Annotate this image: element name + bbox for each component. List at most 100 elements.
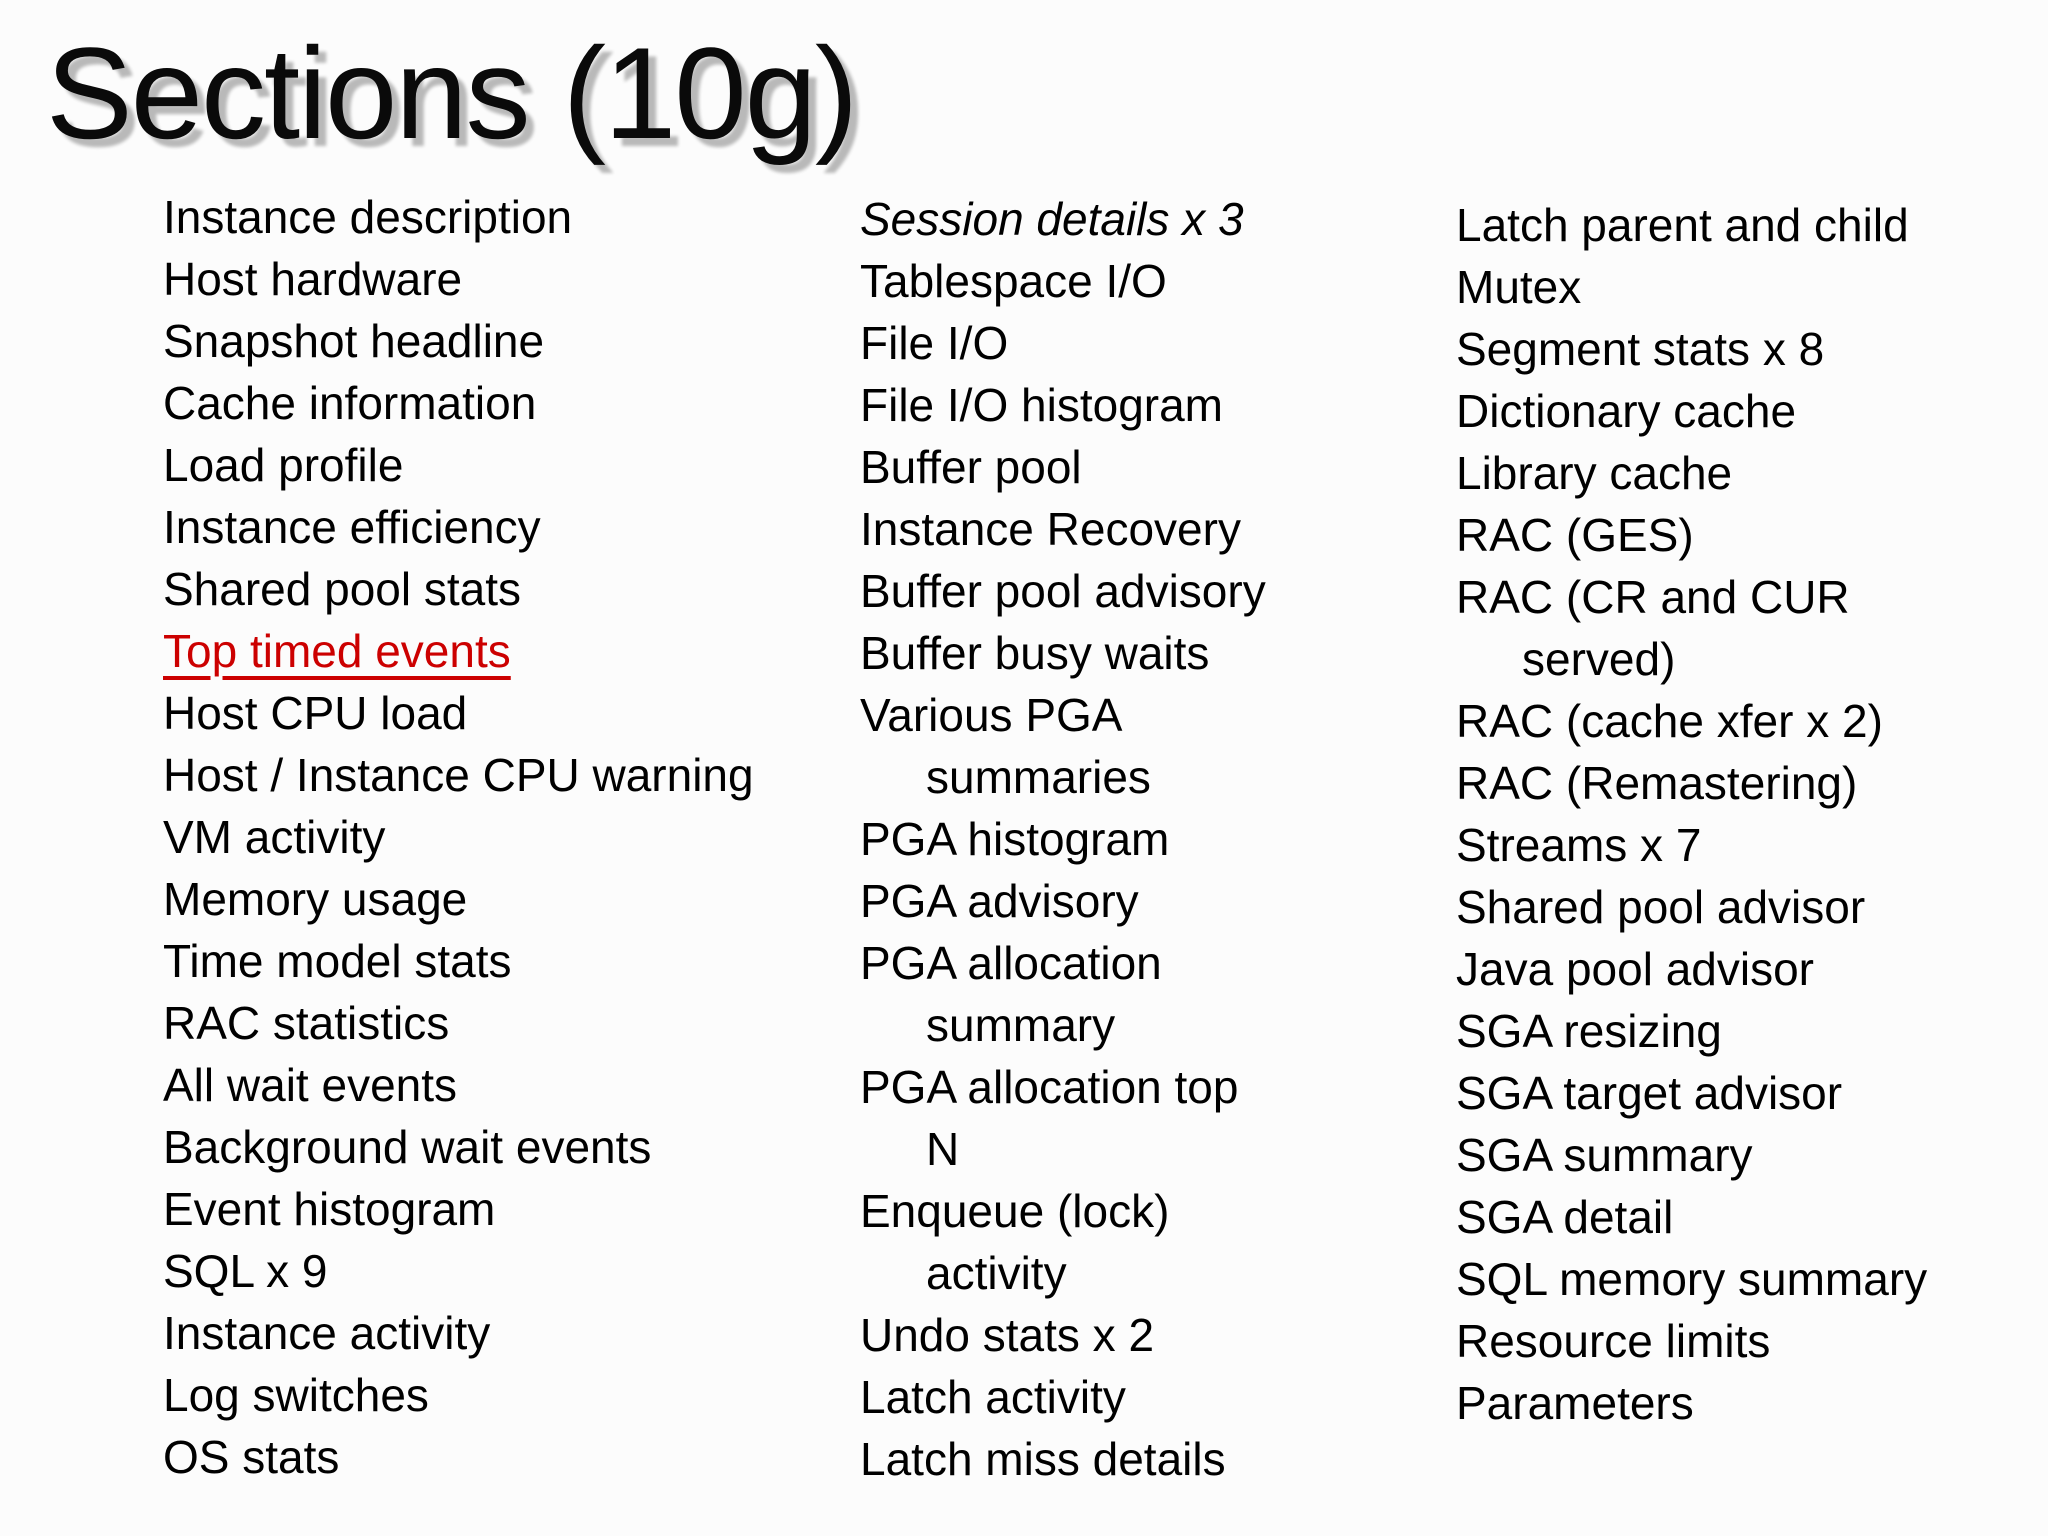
list-item: RAC (CR and CUR served) [1456,566,2046,690]
list-item: Enqueue (lock) activity [860,1180,1440,1304]
list-item-line: OS stats [163,1431,340,1483]
list-item-line: Load profile [163,439,404,491]
list-item-line: N [926,1123,960,1175]
list-item-line: RAC (GES) [1456,509,1694,561]
list-item: Parameters [1456,1372,2046,1434]
list-item: Memory usage [163,868,853,930]
list-item-line: Latch activity [860,1371,1126,1423]
list-item: Instance description [163,186,853,248]
list-item: Host / Instance CPU warning [163,744,853,806]
list-item-line: summaries [926,751,1151,803]
list-item-line: Buffer pool [860,441,1082,493]
list-item-line: RAC (CR and CUR [1456,571,1850,623]
list-item-line: Parameters [1456,1377,1694,1429]
list-item: RAC (Remastering) [1456,752,2046,814]
list-item: Tablespace I/O [860,250,1440,312]
list-item-line: Instance Recovery [860,503,1241,555]
list-item: Various PGA summaries [860,684,1440,808]
list-item: Latch activity [860,1366,1440,1428]
list-item: Dictionary cache [1456,380,2046,442]
list-item: Java pool advisor [1456,938,2046,1000]
list-item: Log switches [163,1364,853,1426]
list-item: Buffer pool advisory [860,560,1440,622]
list-item: Session details x 3 [860,188,1440,250]
list-item-line: Java pool advisor [1456,943,1814,995]
list-item-line: Memory usage [163,873,468,925]
list-item-line: Host / Instance CPU warning [163,749,754,801]
list-item-line: SGA target advisor [1456,1067,1843,1119]
list-item: Streams x 7 [1456,814,2046,876]
list-item-line: Snapshot headline [163,315,545,367]
list-item: Instance activity [163,1302,853,1364]
list-item: VM activity [163,806,853,868]
list-item-line: Tablespace I/O [860,255,1167,307]
list-item: Host CPU load [163,682,853,744]
list-item: RAC (cache xfer x 2) [1456,690,2046,752]
list-item-line: Cache information [163,377,537,429]
list-item: Buffer pool [860,436,1440,498]
list-item-line: RAC statistics [163,997,450,1049]
list-item: PGA advisory [860,870,1440,932]
list-item-line: SGA resizing [1456,1005,1722,1057]
list-item-line: Mutex [1456,261,1582,313]
list-item-line: SGA summary [1456,1129,1753,1181]
list-item: File I/O histogram [860,374,1440,436]
list-item: Library cache [1456,442,2046,504]
list-item-line: Enqueue (lock) [860,1185,1170,1237]
list-item-line: activity [926,1247,1067,1299]
section-link-top-timed-events[interactable]: Top timed events [163,620,853,682]
list-item: PGA histogram [860,808,1440,870]
list-item-line: SQL memory summary [1456,1253,1928,1305]
list-item: Event histogram [163,1178,853,1240]
list-item: Shared pool advisor [1456,876,2046,938]
list-item: Instance efficiency [163,496,853,558]
slide-title: Sections (10g) [46,20,858,166]
list-item-line: RAC (cache xfer x 2) [1456,695,1883,747]
list-item: SGA resizing [1456,1000,2046,1062]
list-item-line: Various PGA [860,689,1123,741]
list-item: Background wait events [163,1116,853,1178]
list-item-line: File I/O [860,317,1009,369]
list-item: Instance Recovery [860,498,1440,560]
list-item-line: Time model stats [163,935,512,987]
list-item-line: Log switches [163,1369,429,1421]
list-item-line: Shared pool stats [163,563,522,615]
list-item: SGA target advisor [1456,1062,2046,1124]
list-item-line: Buffer busy waits [860,627,1210,679]
list-item-line: Session details x 3 [860,193,1244,245]
list-item: SQL x 9 [163,1240,853,1302]
list-item: Latch parent and child [1456,194,2046,256]
list-item-line: summary [926,999,1116,1051]
list-item: File I/O [860,312,1440,374]
list-item: Mutex [1456,256,2046,318]
list-item-line: Host CPU load [163,687,468,739]
list-item: SGA detail [1456,1186,2046,1248]
list-item: Snapshot headline [163,310,853,372]
list-item-line: Host hardware [163,253,463,305]
list-item-line: Dictionary cache [1456,385,1797,437]
list-item: RAC (GES) [1456,504,2046,566]
list-item-line: served) [1522,633,1676,685]
list-item-line: PGA advisory [860,875,1139,927]
list-item-line: Buffer pool advisory [860,565,1266,617]
list-item: Time model stats [163,930,853,992]
list-item-line: Resource limits [1456,1315,1771,1367]
list-item: Segment stats x 8 [1456,318,2046,380]
list-item-line: Event histogram [163,1183,496,1235]
list-item: Host hardware [163,248,853,310]
list-item-line: SGA detail [1456,1191,1674,1243]
list-item: Cache information [163,372,853,434]
list-item-line: PGA histogram [860,813,1170,865]
list-item: Undo stats x 2 [860,1304,1440,1366]
list-item-line: Instance efficiency [163,501,541,553]
list-item: Shared pool stats [163,558,853,620]
list-item-line: Segment stats x 8 [1456,323,1825,375]
list-item-line: File I/O histogram [860,379,1223,431]
list-item-line: PGA allocation top [860,1061,1239,1113]
list-item-line: Instance description [163,191,573,243]
